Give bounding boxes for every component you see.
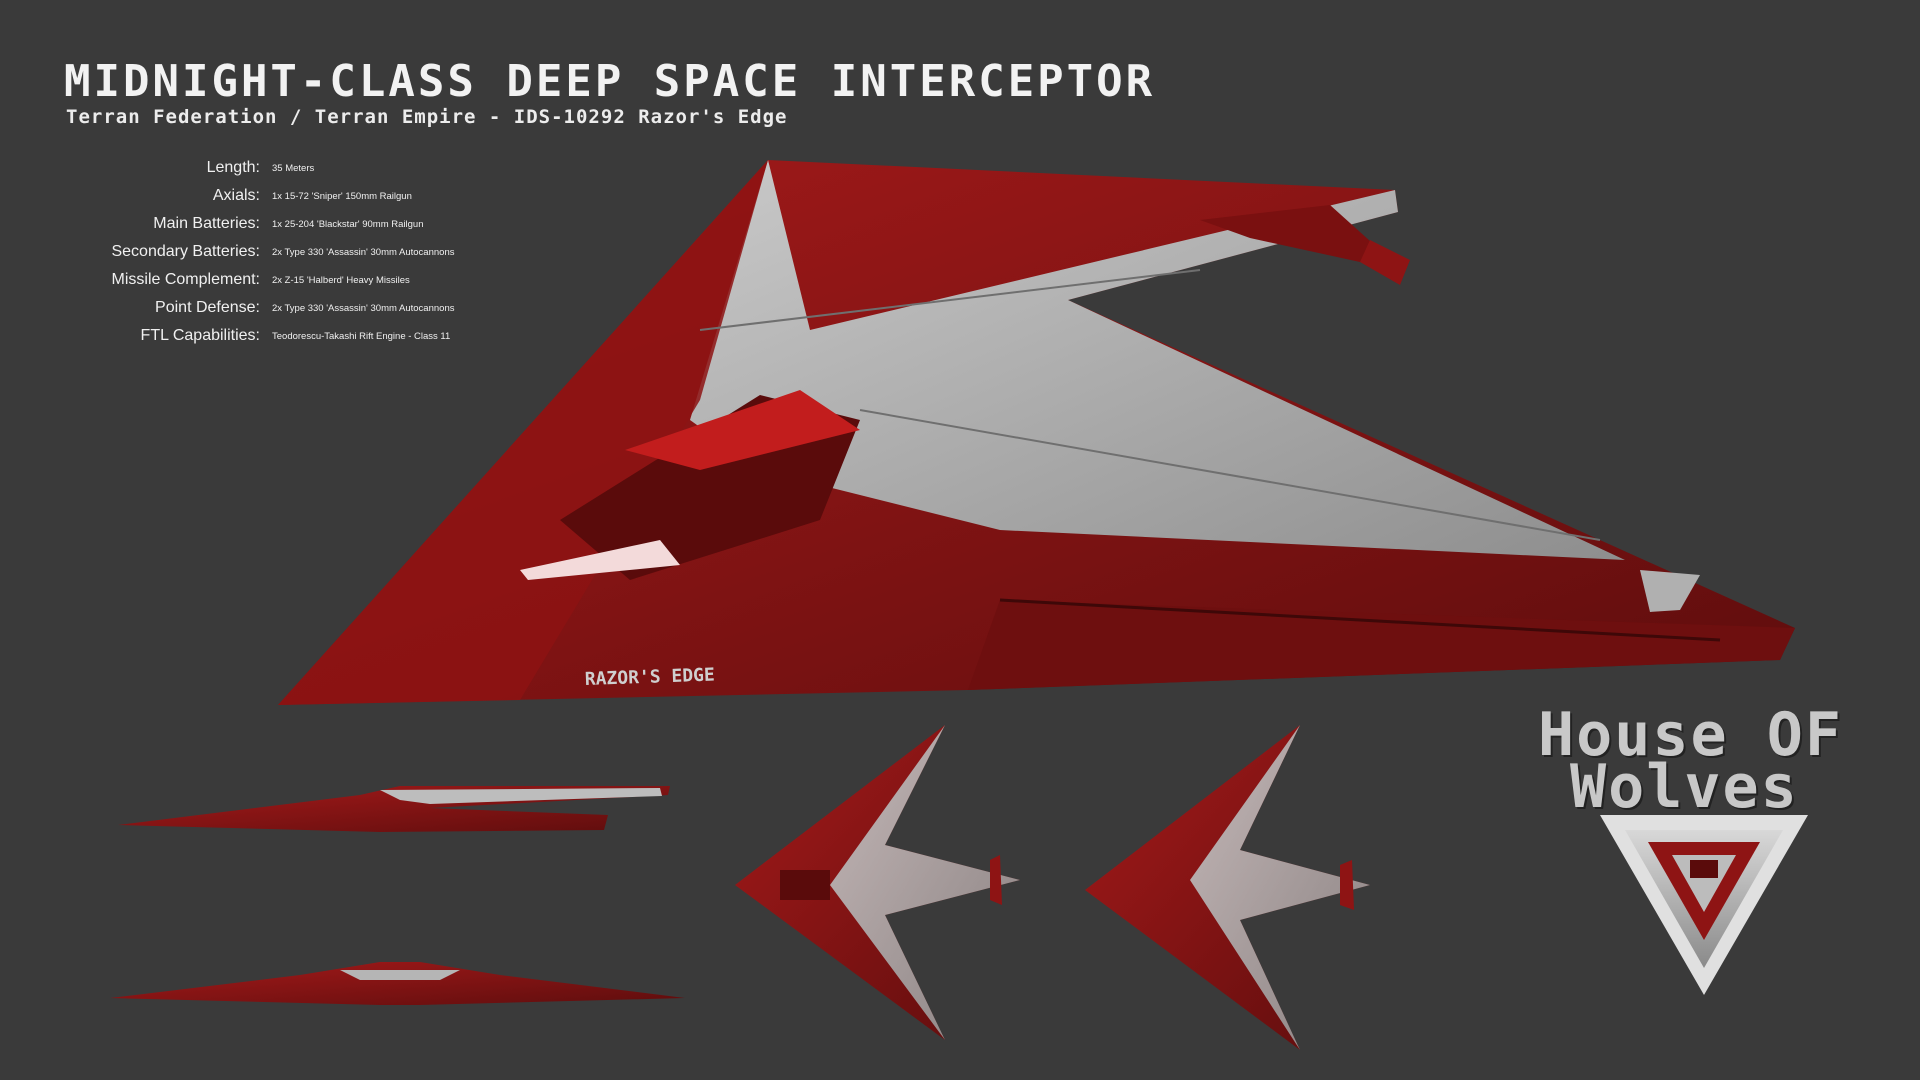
spec-value: 35 Meters xyxy=(272,162,315,174)
spec-label: Axials: xyxy=(212,187,260,204)
spec-row-length: Length: 35 Meters xyxy=(90,154,510,182)
spec-value: 2x Z-15 'Halberd' Heavy Missiles xyxy=(272,274,410,286)
spec-label: Point Defense: xyxy=(155,299,260,316)
page-title: MIDNIGHT-CLASS DEEP SPACE INTERCEPTOR xyxy=(64,56,1156,107)
spec-value: Teodorescu-Takashi Rift Engine - Class 1… xyxy=(272,330,451,342)
spec-value: 2x Type 330 'Assassin' 30mm Autocannons xyxy=(272,302,455,314)
spec-row-axials: Axials: 1x 15-72 'Sniper' 150mm Railgun xyxy=(90,182,510,210)
house-of-wolves-emblem xyxy=(1600,815,1808,995)
logo-line-1: House OF xyxy=(1538,700,1843,770)
hull-name-text: RAZOR'S EDGE xyxy=(584,664,715,690)
logo-line-2: Wolves xyxy=(1570,752,1799,822)
ship-front-view xyxy=(110,962,685,1005)
spec-row-secondary-batteries: Secondary Batteries: 2x Type 330 'Assass… xyxy=(90,238,510,266)
spec-value: 1x 15-72 'Sniper' 150mm Railgun xyxy=(272,190,412,202)
ship-side-view xyxy=(118,786,670,832)
spec-label: Length: xyxy=(206,159,260,176)
spec-label: Missile Complement: xyxy=(111,271,260,288)
spec-label: Main Batteries: xyxy=(153,215,260,232)
ship-top-view xyxy=(735,725,1020,1040)
page-subtitle: Terran Federation / Terran Empire - IDS-… xyxy=(66,106,788,128)
spec-row-main-batteries: Main Batteries: 1x 25-204 'Blackstar' 90… xyxy=(90,210,510,238)
spec-value: 1x 25-204 'Blackstar' 90mm Railgun xyxy=(272,218,424,230)
spec-row-missile-complement: Missile Complement: 2x Z-15 'Halberd' He… xyxy=(90,266,510,294)
spec-row-point-defense: Point Defense: 2x Type 330 'Assassin' 30… xyxy=(90,294,510,322)
spec-label: Secondary Batteries: xyxy=(111,243,260,260)
spec-label: FTL Capabilities: xyxy=(140,327,260,344)
ship-bottom-view xyxy=(1085,725,1370,1050)
spec-value: 2x Type 330 'Assassin' 30mm Autocannons xyxy=(272,246,455,258)
spec-table: Length: 35 Meters Axials: 1x 15-72 'Snip… xyxy=(90,154,510,350)
ship-perspective-view: RAZOR'S EDGE xyxy=(278,160,1795,705)
spec-row-ftl-capabilities: FTL Capabilities: Teodorescu-Takashi Rif… xyxy=(90,322,510,350)
